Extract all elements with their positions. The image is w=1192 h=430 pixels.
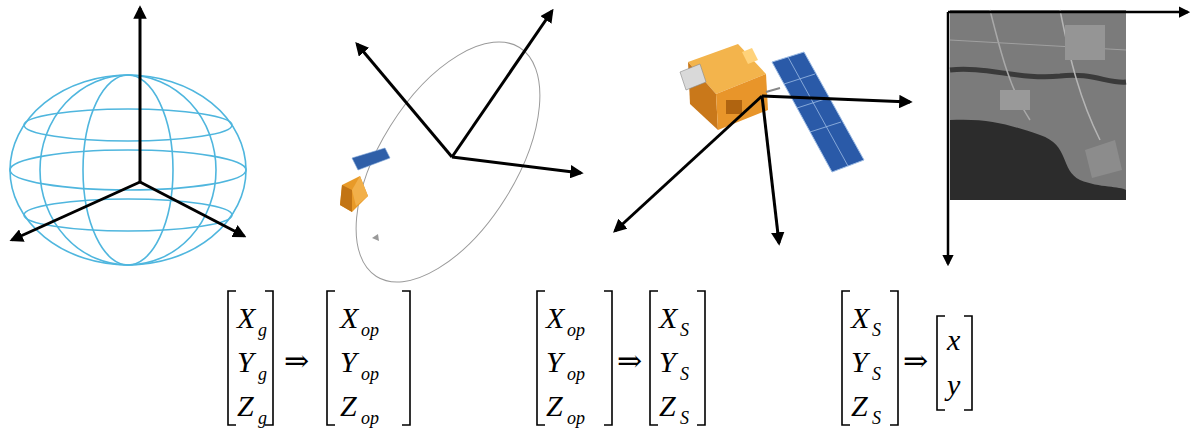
coordinate-symbol: Z bbox=[851, 389, 868, 423]
satellite-image bbox=[950, 10, 1126, 200]
orbit-axes bbox=[357, 11, 581, 173]
transform-arrow: ⇒ bbox=[617, 344, 642, 378]
coordinate-symbol: X bbox=[237, 301, 255, 335]
coordinate-subscript: S bbox=[680, 408, 689, 428]
satellite bbox=[680, 44, 864, 172]
coordinate-symbol: X bbox=[851, 301, 869, 335]
coordinate-subscript: S bbox=[872, 320, 881, 340]
coordinate-symbol: Y bbox=[546, 345, 563, 379]
coordinate-subscript: S bbox=[680, 320, 689, 340]
coordinate-symbol: X bbox=[659, 301, 677, 335]
transform-arrow: ⇒ bbox=[903, 344, 928, 378]
coordinate-symbol: Y bbox=[340, 345, 357, 379]
earth-axes bbox=[12, 8, 244, 240]
coordinate-symbol: X bbox=[546, 301, 564, 335]
coordinate-symbol: Z bbox=[340, 389, 357, 423]
coordinate-subscript: op bbox=[361, 408, 379, 428]
globe-wireframe bbox=[10, 75, 246, 265]
coordinate-subscript: g bbox=[258, 320, 267, 340]
coordinate-subscript: g bbox=[258, 364, 267, 384]
coordinate-subscript: op bbox=[361, 320, 379, 340]
small-satellite bbox=[340, 148, 390, 212]
coordinate-symbol: X bbox=[340, 301, 358, 335]
coordinate-symbol: Z bbox=[237, 389, 254, 423]
coordinate-symbol: x bbox=[947, 323, 960, 357]
orbit-direction bbox=[372, 234, 379, 241]
coordinate-subscript: op bbox=[567, 364, 585, 384]
matrix-brackets bbox=[228, 291, 972, 425]
transform-arrow: ⇒ bbox=[284, 344, 309, 378]
coordinate-subscript: S bbox=[872, 364, 881, 384]
satellite-axes bbox=[615, 96, 910, 243]
coordinate-symbol: Y bbox=[851, 345, 868, 379]
coordinate-symbol: Y bbox=[659, 345, 676, 379]
coordinate-symbol: Z bbox=[546, 389, 563, 423]
orbit-ellipse bbox=[319, 11, 577, 312]
image-axes bbox=[948, 12, 1188, 264]
coordinate-subscript: S bbox=[872, 408, 881, 428]
coordinate-subscript: op bbox=[567, 320, 585, 340]
coordinate-symbol: Z bbox=[659, 389, 676, 423]
coordinate-subscript: S bbox=[680, 364, 689, 384]
coordinate-symbol: Y bbox=[237, 345, 254, 379]
coordinate-subscript: g bbox=[258, 408, 267, 428]
coordinate-symbol: y bbox=[947, 368, 960, 402]
coordinate-subscript: op bbox=[567, 408, 585, 428]
coordinate-subscript: op bbox=[361, 364, 379, 384]
